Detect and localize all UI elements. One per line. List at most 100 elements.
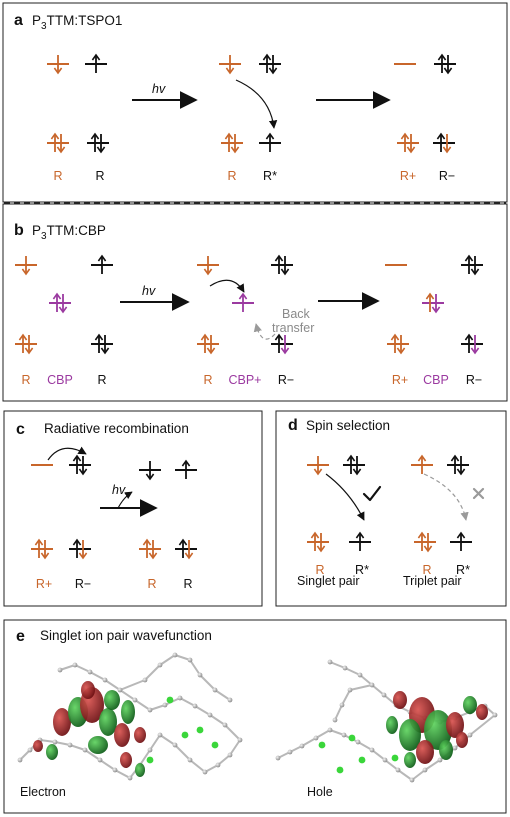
panel-e: e Singlet ion pair wavefunction Electron… xyxy=(3,619,507,814)
energy-level xyxy=(349,531,371,551)
atom xyxy=(347,687,353,693)
atom xyxy=(381,692,387,698)
spin-arrowhead xyxy=(34,538,44,546)
atom xyxy=(369,747,375,753)
atom xyxy=(102,677,108,683)
spin-arrowhead xyxy=(313,468,323,476)
hv-label: hv xyxy=(152,82,166,96)
atom xyxy=(369,682,375,688)
bond xyxy=(104,679,121,691)
spin-arrowhead xyxy=(200,333,210,341)
panel-b-letter: b xyxy=(14,222,24,239)
spin-arrowhead xyxy=(58,306,68,314)
atom xyxy=(147,747,153,753)
singlet-transfer-arrow xyxy=(325,473,365,521)
bond xyxy=(144,664,161,681)
state-label: R xyxy=(147,577,156,591)
state-label: CBP xyxy=(47,373,73,387)
energy-level xyxy=(49,292,71,314)
atom xyxy=(342,665,348,671)
atom xyxy=(492,712,498,718)
spin-arrowhead xyxy=(442,146,452,154)
back-transfer-label: Back xyxy=(282,307,311,321)
bond xyxy=(89,671,106,681)
bond xyxy=(397,769,413,781)
state-label: CBP xyxy=(423,373,449,387)
cross-icon xyxy=(472,487,485,500)
energy-level xyxy=(197,256,219,276)
state-label: R− xyxy=(466,373,482,387)
bond xyxy=(411,769,426,781)
bond xyxy=(139,749,151,766)
state-label: R xyxy=(53,169,62,183)
atom xyxy=(187,657,193,663)
spin-arrowhead xyxy=(203,268,213,276)
orbital-lobe xyxy=(135,763,145,777)
atom xyxy=(287,749,293,755)
energy-level xyxy=(91,254,113,274)
orbital-lobe xyxy=(404,752,416,768)
recombination-arrow xyxy=(47,446,87,461)
state-label: R xyxy=(95,169,104,183)
atom xyxy=(422,767,428,773)
panel-d-frame xyxy=(275,410,507,607)
energy-level xyxy=(259,132,281,152)
atom xyxy=(127,775,133,781)
state-label: R+ xyxy=(392,373,408,387)
atom xyxy=(215,762,221,768)
orbital-lobe xyxy=(33,740,43,752)
bond xyxy=(209,714,226,726)
bond xyxy=(315,729,331,739)
atom xyxy=(52,739,58,745)
back-transfer-label: transfer xyxy=(272,321,314,335)
atom xyxy=(142,677,148,683)
bond xyxy=(99,759,116,771)
state-label: R* xyxy=(355,563,369,577)
state-label: CBP+ xyxy=(228,373,261,387)
spin-arrowhead xyxy=(400,132,410,140)
spin-arrowhead xyxy=(352,468,362,476)
spin-arrowhead xyxy=(265,132,275,140)
spin-arrowhead xyxy=(310,531,320,539)
bond xyxy=(114,769,131,779)
spin-arrowhead xyxy=(97,254,107,262)
energy-level xyxy=(139,538,161,560)
spin-arrowhead xyxy=(456,468,466,476)
atom xyxy=(172,742,178,748)
spin-arrowhead xyxy=(40,552,50,560)
state-label: R* xyxy=(263,169,277,183)
back-transfer-arrow xyxy=(253,323,276,340)
atom xyxy=(187,757,193,763)
atom xyxy=(212,687,218,693)
spin-arrowhead xyxy=(346,454,356,462)
atom xyxy=(211,741,219,749)
energy-level xyxy=(47,132,69,154)
orbital-lobe xyxy=(99,708,117,736)
atom xyxy=(67,742,73,748)
orbital-lobe xyxy=(416,740,434,764)
energy-level xyxy=(461,254,483,276)
atom xyxy=(348,734,356,742)
atom xyxy=(275,755,281,761)
spin-arrowhead xyxy=(142,538,152,546)
spin-arrowhead xyxy=(437,53,447,61)
bond xyxy=(224,724,241,741)
atom xyxy=(327,727,333,733)
bond xyxy=(214,689,231,701)
bond xyxy=(204,764,219,773)
spin-arrowhead xyxy=(72,454,82,462)
spin-arrowhead xyxy=(436,132,446,140)
panel-e-frame xyxy=(3,619,507,814)
bond xyxy=(159,654,176,666)
bond xyxy=(59,664,76,671)
spin-arrowhead xyxy=(262,53,272,61)
bond xyxy=(179,697,196,707)
spin-arrowhead xyxy=(50,132,60,140)
panel-c-frame xyxy=(3,410,263,607)
bond xyxy=(371,749,386,761)
energy-level xyxy=(69,538,91,560)
atom xyxy=(207,712,213,718)
atom xyxy=(222,722,228,728)
energy-level xyxy=(434,53,456,75)
